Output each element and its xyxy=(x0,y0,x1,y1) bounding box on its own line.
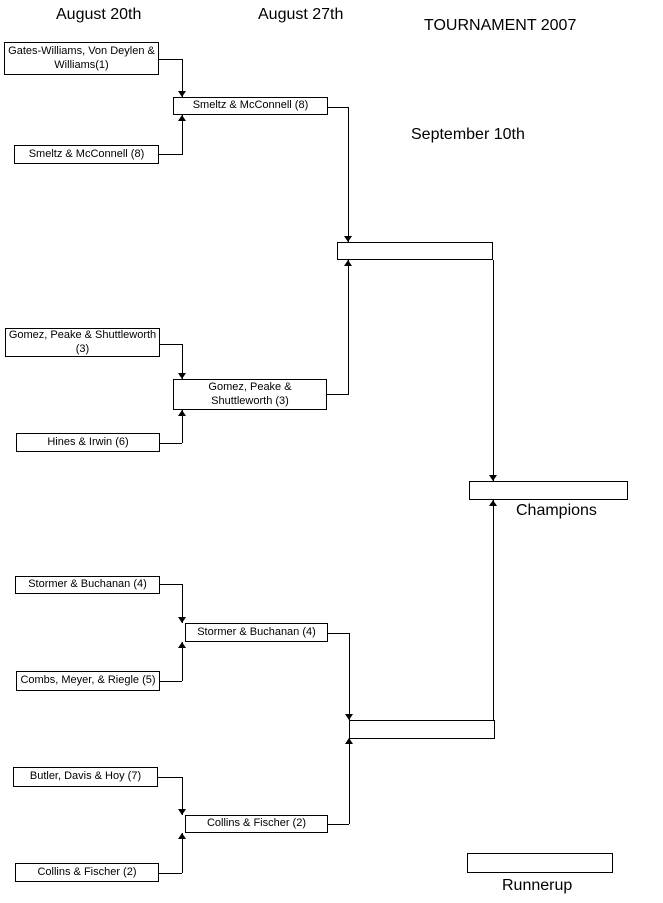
round1-box-combs-meyer-riegle: Combs, Meyer, & Riegle (5) xyxy=(16,671,160,691)
page-title: TOURNAMENT 2007 xyxy=(424,17,577,34)
arrow-up-icon xyxy=(178,115,186,121)
connector-collins2-h xyxy=(328,824,349,825)
connector-gomez2-v xyxy=(348,260,349,394)
arrow-down-icon xyxy=(178,809,186,815)
round2-box-collins-fischer: Collins & Fischer (2) xyxy=(185,815,328,833)
round2-box-gomez-peake-shuttleworth: Gomez, Peake & Shuttleworth (3) xyxy=(173,379,327,410)
connector-gomez1-v xyxy=(182,344,183,379)
connector-stormer1-v xyxy=(182,584,183,623)
connector-collins2-v xyxy=(349,738,350,824)
connector-collins1-h xyxy=(159,873,182,874)
arrow-up-icon xyxy=(178,410,186,416)
round1-box-hines-irwin: Hines & Irwin (6) xyxy=(16,433,160,452)
final-date-header: September 10th xyxy=(411,126,525,143)
round2-box-stormer-buchanan: Stormer & Buchanan (4) xyxy=(185,623,328,642)
round1-box-gomez-peake-shuttleworth: Gomez, Peake & Shuttleworth (3) xyxy=(5,328,160,357)
connector-gates-v xyxy=(182,59,183,97)
round1-box-butler-davis-hoy: Butler, Davis & Hoy (7) xyxy=(13,767,158,787)
arrow-up-icon xyxy=(344,260,352,266)
connector-gates-h xyxy=(159,59,183,60)
connector-smeltz2-h xyxy=(328,107,349,108)
arrow-down-icon xyxy=(178,373,186,379)
semifinal-box-lower xyxy=(349,720,495,739)
runnerup-label: Runnerup xyxy=(502,877,573,894)
arrow-down-icon xyxy=(178,617,186,623)
connector-stormer2-v xyxy=(349,633,350,720)
arrow-down-icon xyxy=(489,475,497,481)
connector-smeltz2-v xyxy=(348,107,349,242)
connector-smeltz1-h xyxy=(159,154,183,155)
arrow-down-icon xyxy=(178,91,186,97)
arrow-up-icon xyxy=(178,833,186,839)
connector-upper-semi-to-final xyxy=(493,260,494,481)
arrow-up-icon xyxy=(489,500,497,506)
round1-date-header: August 20th xyxy=(56,6,142,23)
champions-label: Champions xyxy=(516,502,597,519)
round1-box-gates-williams: Gates-Williams, Von Deylen & Williams(1) xyxy=(4,42,159,75)
round2-box-smeltz-mcconnell: Smeltz & McConnell (8) xyxy=(173,97,328,115)
connector-combs-h xyxy=(160,681,182,682)
champions-box xyxy=(469,481,628,500)
connector-butler-v xyxy=(182,777,183,815)
connector-smeltz1-v xyxy=(182,115,183,155)
arrow-down-icon xyxy=(345,714,353,720)
round1-box-smeltz-mcconnell: Smeltz & McConnell (8) xyxy=(14,145,159,164)
runnerup-box xyxy=(467,853,613,873)
connector-gomez2-h xyxy=(327,394,349,395)
connector-stormer2-h xyxy=(328,633,349,634)
connector-collins1-v xyxy=(182,833,183,873)
arrow-up-icon xyxy=(178,642,186,648)
arrow-down-icon xyxy=(344,236,352,242)
connector-gomez1-h xyxy=(160,344,182,345)
arrow-up-icon xyxy=(345,738,353,744)
connector-butler-h xyxy=(158,777,182,778)
round1-box-collins-fischer: Collins & Fischer (2) xyxy=(15,863,159,882)
round2-date-header: August 27th xyxy=(258,6,344,23)
connector-combs-v xyxy=(182,642,183,681)
round1-box-stormer-buchanan: Stormer & Buchanan (4) xyxy=(15,576,160,594)
connector-hines-h xyxy=(160,443,182,444)
connector-lower-semi-to-final xyxy=(493,500,494,720)
connector-stormer1-h xyxy=(160,584,182,585)
semifinal-box-upper xyxy=(337,242,493,260)
connector-hines-v xyxy=(182,410,183,443)
